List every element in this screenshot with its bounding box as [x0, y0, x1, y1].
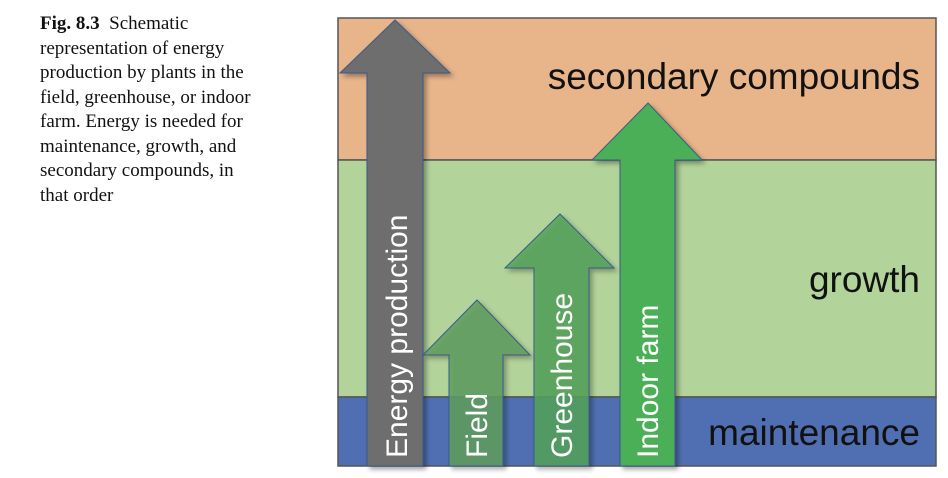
- caption-line: field, greenhouse, or indoor: [40, 86, 251, 108]
- arrow-greenhouse: [503, 213, 616, 467]
- caption-line: farm. Energy is needed for: [40, 111, 243, 132]
- caption-line: representation of energy: [40, 37, 225, 59]
- arrow-indoor-farm: [590, 102, 704, 467]
- arrow-label-energy-production: Energy production: [381, 215, 414, 459]
- band-label-maintenance: maintenance: [708, 412, 920, 453]
- arrow-label-indoor-farm: Indoor farm: [632, 305, 665, 458]
- arrow-energy-production: [338, 19, 452, 467]
- caption-line: maintenance, growth, and: [40, 135, 237, 157]
- caption-line: production by plants in the: [40, 62, 244, 83]
- figure-caption: Fig. 8.3 Schematic representation of ene…: [40, 12, 310, 208]
- arrow-label-greenhouse: Greenhouse: [546, 293, 579, 458]
- arrow-label-field: Field: [461, 393, 494, 458]
- figure-label: Fig. 8.3: [40, 13, 100, 34]
- caption-line: secondary compounds, in: [40, 160, 234, 181]
- caption-line: Schematic: [109, 13, 189, 34]
- band-label-growth: growth: [809, 259, 920, 300]
- caption-line: that order: [40, 184, 114, 206]
- arrow-field: [421, 299, 532, 467]
- band-label-secondary-compounds: secondary compounds: [548, 56, 920, 97]
